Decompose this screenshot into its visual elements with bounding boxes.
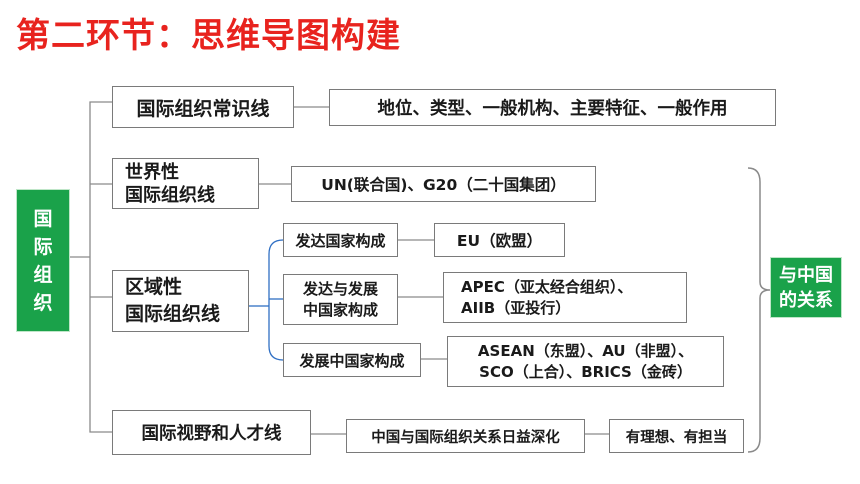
talent-detail: 中国与国际组织关系日益深化 [346, 419, 585, 453]
root-node-international-organizations: 国 际 组 织 [16, 189, 70, 332]
root-bracket [70, 101, 112, 433]
developed-countries-node: 发达国家构成 [283, 223, 398, 257]
mixed-countries-node: 发达与发展 中国家构成 [283, 274, 398, 325]
world-organizations-line: 世界性 国际组织线 [112, 158, 259, 209]
developed-countries-detail: EU（欧盟） [434, 223, 565, 257]
talent-goal: 有理想、有担当 [609, 419, 744, 453]
mixed-countries-detail: APEC（亚太经合组织）、 AIIB（亚投行） [443, 272, 687, 323]
relation-with-china-node: 与中国 的关系 [770, 257, 842, 318]
developing-countries-detail: ASEAN（东盟）、AU（非盟）、 SCO（上合）、BRICS（金砖） [447, 336, 724, 387]
page-title: 第二环节：思维导图构建 [16, 16, 401, 56]
relation-brace [747, 167, 771, 453]
common-knowledge-detail: 地位、类型、一般机构、主要特征、一般作用 [329, 89, 776, 126]
common-knowledge-line: 国际组织常识线 [112, 86, 294, 128]
regional-organizations-line: 区域性 国际组织线 [112, 270, 249, 332]
developing-countries-node: 发展中国家构成 [283, 343, 421, 377]
talent-line: 国际视野和人才线 [112, 410, 311, 455]
region-bracket [249, 239, 284, 361]
world-organizations-detail: UN(联合国)、G20（二十国集团） [291, 166, 596, 202]
line-connectors [259, 106, 609, 435]
